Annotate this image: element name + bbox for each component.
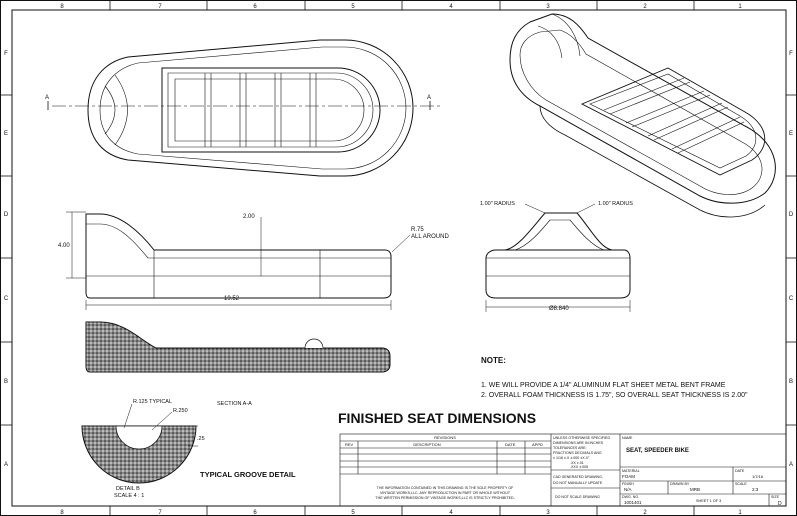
groove-detail: [81, 403, 198, 484]
zone-col-label: 1: [738, 4, 742, 10]
tolerance-note: UNLESS OTHERWISE SPECIFIED: [553, 436, 610, 440]
cad-note: DO NOT MANUALLY UPDATE: [553, 481, 603, 485]
scale-label: SCALE: [735, 482, 747, 486]
date-column-header: DATE: [505, 442, 516, 447]
sheet-number: SHEET 1 OF 3: [696, 499, 721, 503]
rev-column-header: REV: [345, 442, 354, 447]
zone-col-label: 7: [158, 4, 162, 10]
zone-row-label: F: [4, 51, 8, 57]
zone-row-label: E: [789, 131, 793, 137]
top-view: [47, 39, 440, 177]
isometric-view: [509, 13, 776, 218]
detail-name: DETAIL B: [116, 486, 140, 492]
drawing-number: 1001401: [624, 500, 642, 505]
scale-value: 2:3: [752, 487, 759, 492]
do-not-scale-note: DO NOT SCALE DRAWING: [555, 495, 600, 499]
note-item: 2. OVERALL FOAM THICKNESS IS 1.75", SO O…: [481, 392, 748, 399]
groove-detail-label: TYPICAL GROOVE DETAIL: [200, 470, 296, 479]
groove-radius-typical: R.125 TYPICAL: [133, 399, 172, 405]
dimension-length: 19.52: [224, 296, 240, 302]
zone-row-label: D: [789, 212, 794, 218]
material-value: FOAM: [622, 474, 635, 479]
tolerance-note: FRACTIONS DECIMALS ANG: [553, 451, 602, 455]
radius-note-all-around: ALL AROUND: [411, 234, 449, 240]
groove-radius: R.250: [173, 408, 188, 414]
column-labels-bottom: 8 7 6 5 4 3 2 1: [60, 510, 742, 516]
finish-value: N/A: [624, 487, 632, 492]
zone-col-label: 3: [546, 510, 550, 516]
title-block-text: REVISIONS REV DESCRIPTION DATE APPD THE …: [345, 435, 782, 507]
zone-col-label: 2: [643, 510, 647, 516]
proprietary-notice: THE INFORMATION CONTAINED IN THIS DRAWIN…: [377, 486, 514, 490]
section-label: SECTION A-A: [217, 401, 252, 407]
zone-col-label: 1: [738, 510, 742, 516]
notes-heading: NOTE:: [481, 356, 506, 365]
cad-note: CAD GENERATED DRAWING,: [553, 475, 603, 479]
zone-col-label: 2: [643, 4, 647, 10]
dimension-top-height: 2.00: [243, 214, 255, 220]
finish-label: FINISH: [622, 482, 634, 486]
tolerance-note: ± 1/16 ±.X ±.000 ±X.X°: [553, 456, 590, 460]
zone-col-label: 4: [449, 510, 453, 516]
row-labels-right: F E D C B A: [789, 51, 794, 468]
material-label: MATERIAL: [622, 469, 640, 473]
zone-col-label: 6: [253, 4, 257, 10]
dimension-width: Ø8.840: [549, 306, 569, 312]
zone-row-label: D: [4, 212, 9, 218]
end-view: [485, 203, 631, 312]
section-arrow-label-left: A: [45, 95, 49, 101]
zone-row-label: A: [4, 462, 8, 468]
zone-row-label: E: [4, 131, 8, 137]
part-name: SEAT, SPEEDER BIKE: [626, 448, 689, 454]
tolerance-note: DIMENSIONS ARE IN INCHES: [553, 441, 604, 445]
size-value: D: [778, 501, 782, 507]
groove-depth: .25: [197, 436, 205, 442]
date-value: 1/7/16: [752, 474, 764, 479]
appd-column-header: APPD: [532, 442, 543, 447]
zone-col-label: 5: [351, 510, 355, 516]
drawn-by-value: MRB: [690, 487, 700, 492]
proprietary-notice: THE WRITTEN PERMISSION OF VINTAGE WORKS,…: [375, 496, 514, 500]
zone-col-label: 8: [60, 510, 64, 516]
side-view: [66, 211, 411, 310]
radius-note: R.75: [411, 227, 424, 233]
zone-row-label: F: [789, 51, 793, 57]
zone-col-label: 7: [158, 510, 162, 516]
zone-row-label: A: [789, 462, 793, 468]
revisions-header: REVISIONS: [434, 435, 456, 440]
zone-row-label: C: [4, 296, 9, 302]
detail-scale: SCALE 4 : 1: [114, 493, 144, 499]
zone-col-label: 8: [60, 4, 64, 10]
size-label: SIZE: [771, 495, 780, 499]
section-view: [85, 321, 391, 373]
zone-col-label: 4: [449, 4, 453, 10]
section-arrow-label-right: A: [427, 95, 431, 101]
tolerance-note: .XX ±.01: [570, 461, 584, 465]
zone-row-label: B: [4, 379, 8, 385]
zone-row-label: B: [789, 379, 793, 385]
tolerance-note: .XXX ±.005: [570, 465, 588, 469]
drawn-by-label: DRAWN BY: [670, 482, 690, 486]
drawing-title: FINISHED SEAT DIMENSIONS: [338, 410, 536, 426]
title-block: [339, 433, 787, 507]
zone-col-label: 6: [253, 510, 257, 516]
drawing-number-label: DWG. NO.: [622, 495, 639, 499]
right-radius-note: 1.00" RADIUS: [598, 201, 633, 207]
left-radius-note: 1.00" RADIUS: [480, 201, 515, 207]
column-labels-top: 8 7 6 5 4 3 2 1: [60, 4, 742, 10]
proprietary-notice: VINTAGE WORKS,LLC. ANY REPRODUCTION IN P…: [380, 491, 511, 495]
zone-col-label: 3: [546, 4, 550, 10]
row-labels-left: F E D C B A: [4, 51, 9, 468]
description-column-header: DESCRIPTION: [413, 442, 440, 447]
dimension-height: 4.00: [58, 243, 70, 249]
name-label: NAME: [622, 436, 633, 440]
note-item: 1. WE WILL PROVIDE A 1/4" ALUMINUM FLAT …: [481, 382, 726, 389]
zone-row-label: C: [789, 296, 794, 302]
tolerance-note: TOLERANCES ARE:: [553, 446, 587, 450]
date-label: DATE: [735, 469, 745, 473]
zone-col-label: 5: [351, 4, 355, 10]
